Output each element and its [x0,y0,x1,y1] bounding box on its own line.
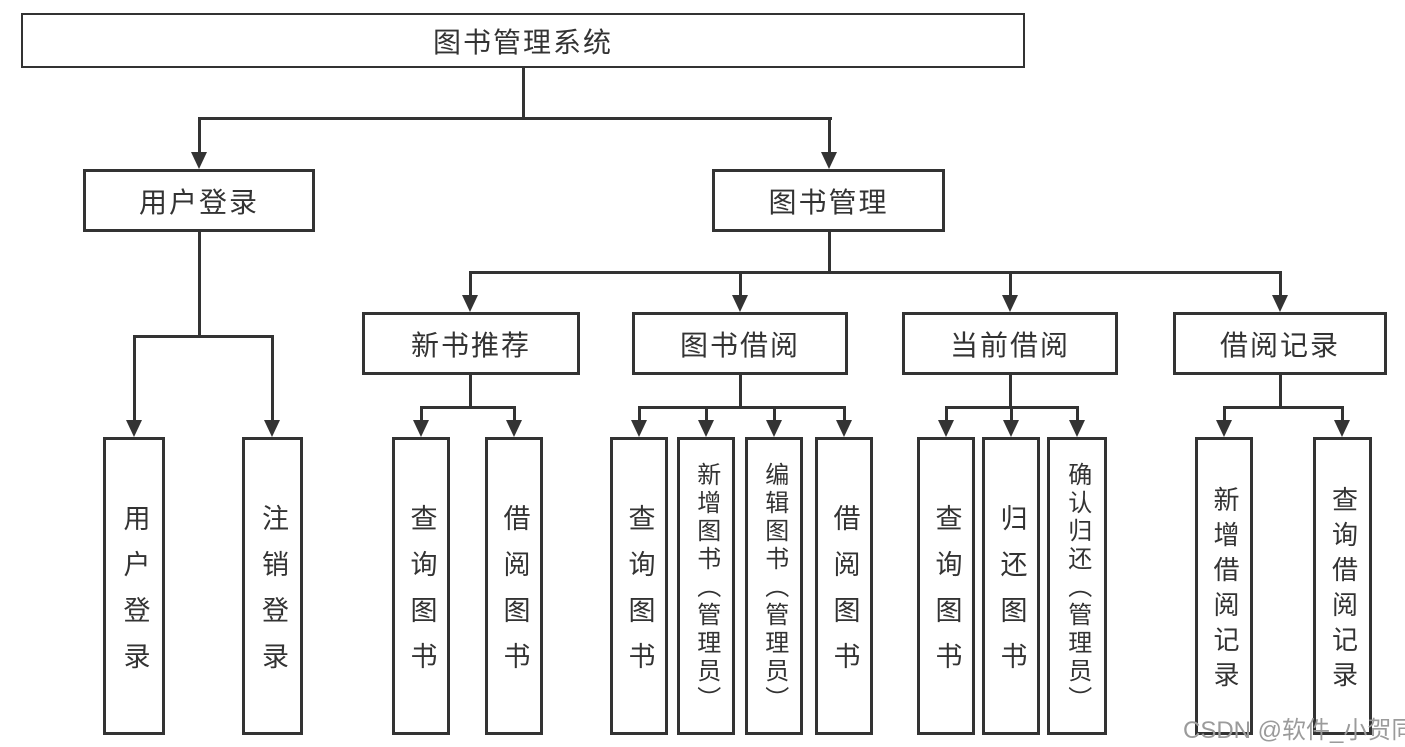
arrow-shaft [1222,407,1226,425]
node-label: 当前借阅 [949,329,1070,361]
node-user-login-module: 用户登录 [83,169,315,232]
node-label: 新书推荐 [410,329,531,361]
connector-line [197,116,832,120]
arrow-shaft [842,407,846,425]
connector-line [468,270,1282,274]
arrow-shaft [197,118,201,157]
arrowhead-down-icon [462,295,478,312]
node-label: 用户登录 [119,503,150,688]
connector-line [637,405,846,409]
node-borrow-books-recommend: 借阅图书 [485,437,543,735]
node-label: 确认归还（管理员） [1063,462,1091,714]
arrow-shaft [1075,407,1079,425]
node-label: 借阅记录 [1219,329,1340,361]
arrowhead-down-icon [1216,420,1232,437]
connector-line [132,334,274,338]
node-borrow-books-leaf: 借阅图书 [815,437,873,735]
node-label: 归还图书 [996,503,1027,688]
arrow-shaft [1008,272,1012,300]
arrowhead-down-icon [631,420,647,437]
node-label: 查询图书 [406,503,437,688]
arrow-shaft [944,407,948,425]
connector-line [521,68,525,118]
node-label: 借阅图书 [499,503,530,688]
connector-line [738,375,742,407]
node-book-borrow: 图书借阅 [632,312,848,375]
node-query-books-recommend: 查询图书 [392,437,450,735]
arrowhead-down-icon [126,420,142,437]
node-query-books-borrow: 查询图书 [610,437,668,735]
arrowhead-down-icon [506,420,522,437]
arrow-shaft [270,336,274,425]
arrowhead-down-icon [264,420,280,437]
arrowhead-down-icon [1272,295,1288,312]
arrow-shaft [1278,272,1282,300]
arrowhead-down-icon [732,295,748,312]
arrow-shaft [637,407,641,425]
arrowhead-down-icon [698,420,714,437]
connector-line [1008,375,1012,407]
connector-line [827,232,831,272]
node-label: 查询图书 [931,503,962,688]
connector-line [1222,405,1344,409]
connector-line [197,232,201,336]
node-label: 新增图书（管理员） [692,462,720,714]
node-query-borrow-record: 查询借阅记录 [1313,437,1372,735]
node-borrow-records: 借阅记录 [1173,312,1387,375]
node-confirm-return-admin: 确认归还（管理员） [1047,437,1107,735]
node-label: 查询借阅记录 [1328,485,1359,696]
node-add-borrow-record: 新增借阅记录 [1195,437,1253,735]
connector-line [1278,375,1282,407]
arrow-shaft [468,272,472,300]
arrowhead-down-icon [1002,295,1018,312]
arrow-shaft [704,407,708,425]
node-book-management-module: 图书管理 [712,169,945,232]
arrow-shaft [419,407,423,425]
arrowhead-down-icon [938,420,954,437]
node-label: 新增借阅记录 [1209,485,1240,696]
connector-line [468,375,472,407]
node-label: 查询图书 [624,503,655,688]
arrowhead-down-icon [1334,420,1350,437]
node-new-book-recommend: 新书推荐 [362,312,580,375]
arrowhead-down-icon [1003,420,1019,437]
arrowhead-down-icon [413,420,429,437]
arrow-shaft [1009,407,1013,425]
node-label: 图书管理系统 [432,26,613,58]
node-system-root: 图书管理系统 [21,13,1025,68]
node-edit-books-admin: 编辑图书（管理员） [745,437,803,735]
node-current-borrow: 当前借阅 [902,312,1118,375]
arrowhead-down-icon [191,152,207,169]
node-add-books-admin: 新增图书（管理员） [677,437,735,735]
node-user-login-leaf: 用户登录 [103,437,165,735]
arrow-shaft [1340,407,1344,425]
node-return-books: 归还图书 [982,437,1040,735]
node-label: 编辑图书（管理员） [760,462,788,714]
watermark-text: CSDN @软件_小贺同学 [1183,717,1405,744]
arrow-shaft [827,118,831,157]
arrow-shaft [512,407,516,425]
node-label: 用户登录 [138,186,259,218]
arrowhead-down-icon [836,420,852,437]
arrow-shaft [772,407,776,425]
arrow-shaft [738,272,742,300]
node-logout-leaf: 注销登录 [242,437,303,735]
connector-line [419,405,516,409]
node-label: 图书管理 [768,186,889,218]
node-label: 注销登录 [258,503,289,688]
node-query-books-current: 查询图书 [917,437,975,735]
arrow-shaft [132,336,136,425]
arrowhead-down-icon [1069,420,1085,437]
arrowhead-down-icon [821,152,837,169]
node-label: 借阅图书 [829,503,860,688]
node-label: 图书借阅 [679,329,800,361]
arrowhead-down-icon [766,420,782,437]
